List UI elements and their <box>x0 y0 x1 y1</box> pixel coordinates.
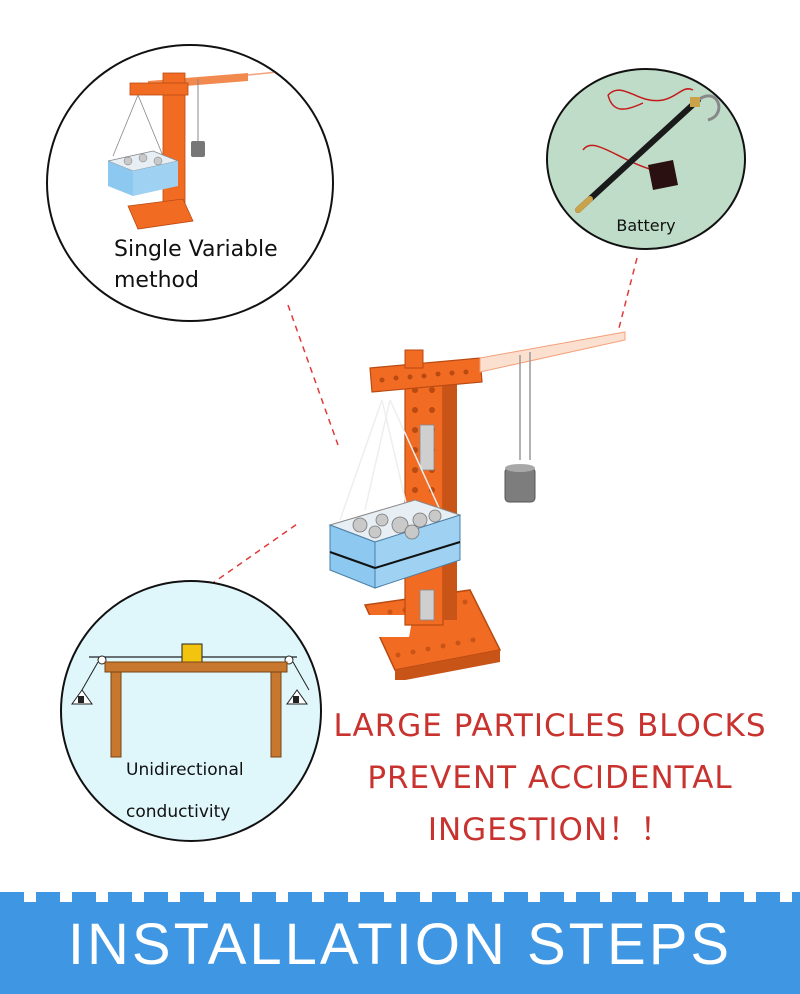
callout-battery: Battery <box>546 68 746 250</box>
brick-arm <box>369 349 483 393</box>
battery-label: Battery <box>616 216 676 235</box>
connector-method <box>287 304 339 446</box>
safety-warning: LARGE PARTICLES BLOCKS PREVENT ACCIDENTA… <box>300 700 800 856</box>
method-label-line2: method <box>114 268 199 293</box>
warning-line1: LARGE PARTICLES BLOCKS <box>333 708 767 744</box>
installation-steps-banner: INSTALLATION STEPS <box>0 888 800 994</box>
particle-container <box>328 499 462 589</box>
banner-title: INSTALLATION STEPS <box>67 912 733 977</box>
mini-balance-illustration <box>108 68 309 230</box>
brick-column <box>404 364 457 626</box>
callout-single-variable-method: Single Variable method <box>46 44 334 322</box>
beam-rod <box>479 331 626 373</box>
callout-unidirectional-conductivity: Unidirectional conductivity <box>60 580 322 842</box>
connector-battery <box>617 257 638 333</box>
hanging-weight <box>504 352 536 503</box>
banner-scalloped-edge <box>0 888 800 902</box>
product-illustration <box>328 331 626 680</box>
container-strings <box>339 399 441 521</box>
table-pulley-illustration <box>71 643 310 758</box>
method-label-line1: Single Variable <box>114 237 278 262</box>
battery-illustration <box>575 88 721 213</box>
warning-line2: PREVENT ACCIDENTAL <box>367 760 733 796</box>
conductivity-label-line2: conductivity <box>126 802 231 822</box>
conductivity-label-line1: Unidirectional <box>126 760 244 780</box>
connector-conductivity <box>209 521 301 586</box>
warning-line3: INGESTION！！ <box>427 812 673 848</box>
